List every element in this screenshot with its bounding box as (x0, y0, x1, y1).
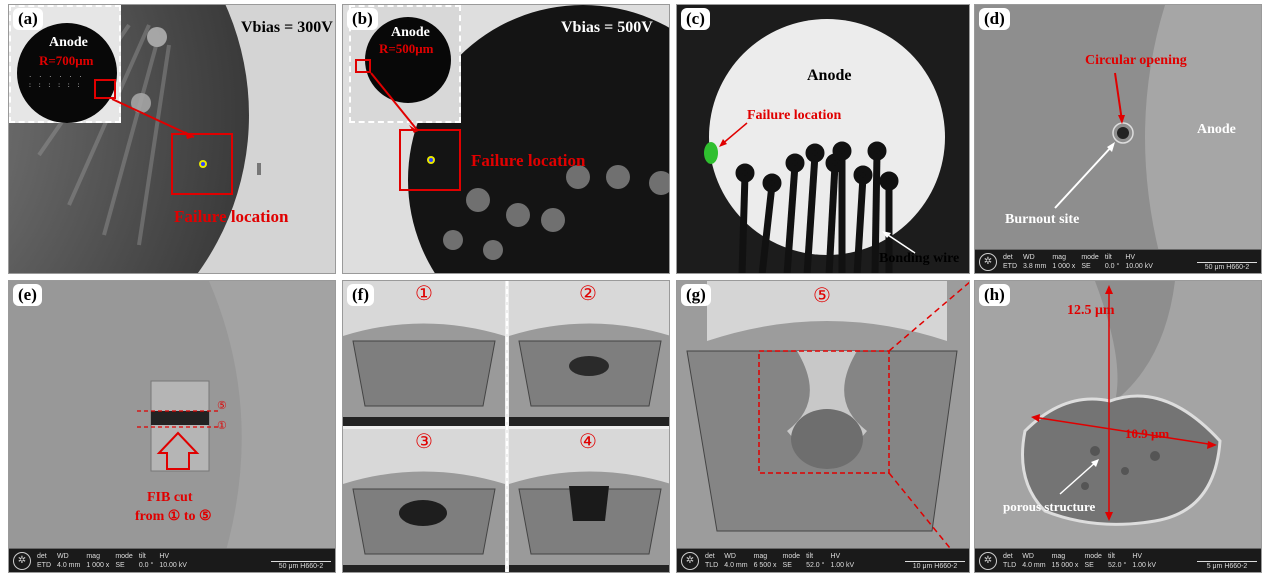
panel-d-label: (d) (979, 8, 1010, 30)
panel-f-image (343, 281, 669, 572)
fei-logo-icon: ✲ (979, 551, 997, 570)
panel-d-anode: Anode (1197, 122, 1236, 137)
panel-f-n2: ② (579, 283, 597, 305)
panel-b-vbias: Vbias = 500V (561, 19, 653, 36)
panel-e-mark1: ① (217, 420, 227, 432)
bar-det-label: det (1003, 253, 1013, 261)
bar-tilt-label: tilt (1104, 253, 1112, 261)
panel-h-scalebar: 5 μm H660-2 (1197, 561, 1257, 570)
panel-a-small-box (94, 79, 116, 99)
panel-a-image (9, 5, 335, 273)
panel-e-scalebar: 50 μm H660-2 (271, 561, 331, 570)
bar-hv: 10.00 kV (1125, 262, 1153, 270)
bar-mag: 1 000 x (1052, 262, 1076, 270)
panel-a: (a) Vbias = 300V Anode R=700μm · · · · ·… (8, 4, 336, 274)
panel-b: (b) Vbias = 500V Anode R=500μm Failure l… (342, 4, 670, 274)
panel-b-inset-anode: Anode (391, 25, 430, 40)
panel-d: (d) Circular opening Anode Burnout site … (974, 4, 1262, 274)
f-sub-1 (343, 281, 505, 426)
panel-f: (f) ① ② ③ ④ (342, 280, 670, 573)
panel-f-n3: ③ (415, 431, 433, 453)
panel-c: (c) Anode Failure location Bonding wire (676, 4, 970, 274)
panel-h-height: 12.5 μm (1067, 303, 1115, 318)
bar-wd: 3.8 mm (1023, 262, 1047, 270)
panel-e-label: (e) (13, 284, 42, 306)
panel-g-label: (g) (681, 284, 711, 306)
panel-e-fib-line2: from ① to ⑤ (135, 509, 212, 524)
panel-d-scalebar: 50 μm H660-2 (1197, 262, 1257, 271)
panel-b-small-box (355, 59, 371, 73)
panel-e-image (9, 281, 335, 572)
fei-logo-icon: ✲ (13, 551, 31, 570)
panel-c-image (677, 5, 969, 273)
panel-b-failure-label: Failure location (471, 151, 586, 170)
panel-c-bonding: Bonding wire (879, 251, 960, 266)
panel-e-fib-line1: FIB cut (147, 490, 193, 505)
panel-h-image (975, 281, 1261, 572)
bar-mag-label: mag (1052, 253, 1066, 261)
panel-e-mark5: ⑤ (217, 400, 227, 412)
panel-d-image (975, 5, 1261, 273)
panel-h-width: 10.9 μm (1125, 426, 1170, 441)
bar-det: ETD (1003, 262, 1017, 270)
panel-c-failure: Failure location (747, 108, 842, 123)
bar-mode-label: mode (1081, 253, 1099, 261)
f-sub-4 (509, 429, 669, 572)
fei-logo-icon: ✲ (979, 252, 997, 271)
panel-g-n5: ⑤ (813, 285, 831, 307)
panel-g-image (677, 281, 969, 572)
panel-a-inset-radius: R=700μm (39, 53, 94, 68)
panel-f-n4: ④ (579, 431, 597, 453)
panel-d-opening: Circular opening (1085, 53, 1187, 68)
bar-hv-label: HV (1125, 253, 1136, 261)
panel-h: (h) 12.5 μm 10.9 μm porous structure ✲ d… (974, 280, 1262, 573)
bar-mode: SE (1081, 262, 1091, 270)
panel-h-label: (h) (979, 284, 1010, 306)
panel-a-failure-label: Failure location (174, 207, 289, 226)
panel-a-vbias: Vbias = 300V (241, 19, 333, 36)
bond-dots: · · · · · ·: : : : : : (29, 73, 85, 89)
panel-f-label: (f) (347, 284, 374, 306)
panel-c-label: (c) (681, 8, 710, 30)
bar-tilt: 0.0 ° (1104, 262, 1120, 270)
panel-a-inset-anode: Anode (49, 35, 88, 50)
panel-a-label: (a) (13, 8, 43, 30)
bar-wd-label: WD (1023, 253, 1035, 261)
f-sub-3 (343, 429, 505, 572)
panel-h-porous: porous structure (1003, 499, 1096, 514)
panel-b-inset-radius: R=500μm (379, 41, 434, 56)
fei-logo-icon: ✲ (681, 551, 699, 570)
panel-c-anode: Anode (807, 67, 852, 84)
panel-a-inset: Anode R=700μm · · · · · ·: : : : : : (9, 5, 121, 123)
panel-a-failure-box (171, 133, 233, 195)
panel-b-label: (b) (347, 8, 378, 30)
panel-f-n1: ① (415, 283, 433, 305)
panel-g-scalebar: 10 μm H660-2 (905, 561, 965, 570)
panel-d-burnout: Burnout site (1005, 212, 1080, 227)
panel-b-failure-box (399, 129, 461, 191)
f-sub-2 (509, 281, 669, 426)
